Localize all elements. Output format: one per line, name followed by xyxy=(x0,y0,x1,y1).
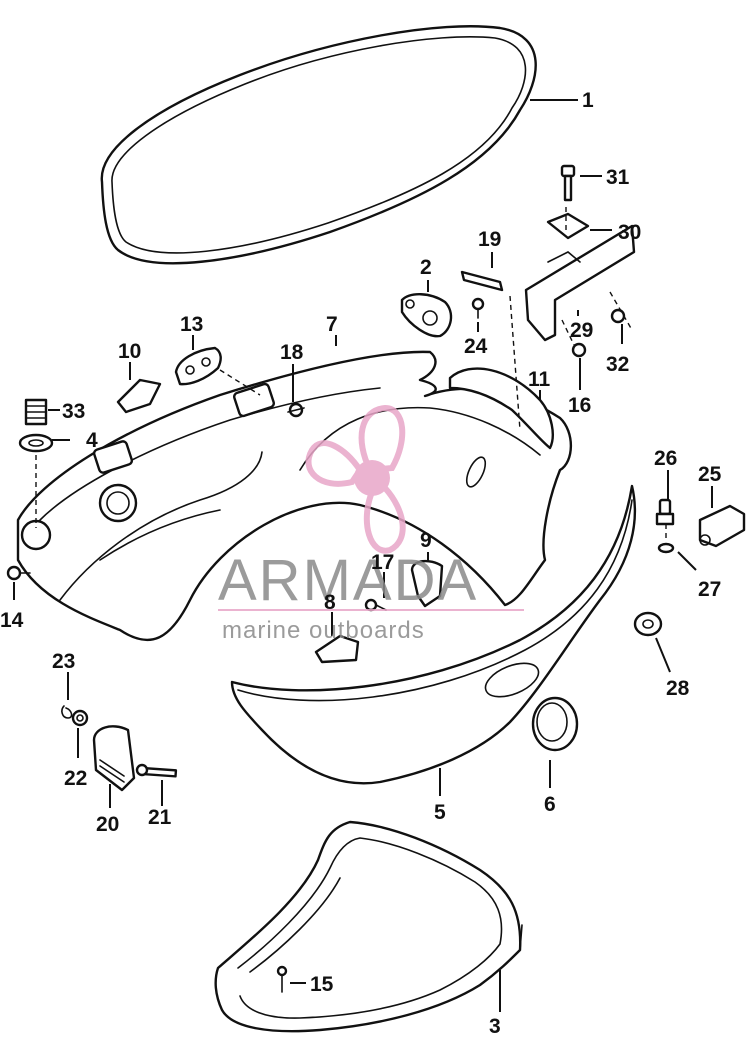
part-24-screw xyxy=(471,297,485,319)
callout-1: 1 xyxy=(582,89,594,112)
part-30-clip xyxy=(546,212,590,240)
part-33-spring xyxy=(24,398,48,426)
part-18-screw xyxy=(287,402,305,418)
part-4-washer xyxy=(18,433,54,453)
callout-numbers: 1 2 3 4 5 6 7 8 9 10 11 13 14 15 16 17 1… xyxy=(0,89,722,1038)
callout-33: 33 xyxy=(62,400,85,423)
callout-9: 9 xyxy=(420,529,432,552)
propeller-logo-icon xyxy=(305,404,406,554)
part-28-washer xyxy=(633,611,663,637)
leader-lines xyxy=(13,99,713,1012)
callout-19: 19 xyxy=(478,228,501,251)
part-11-bracket xyxy=(448,367,554,450)
part-23-pin xyxy=(61,705,73,719)
part-5-lower-cowl xyxy=(230,484,637,785)
callout-5: 5 xyxy=(434,801,446,824)
callout-11: 11 xyxy=(528,368,551,391)
callout-14: 14 xyxy=(0,609,24,632)
part-20-latch-cover xyxy=(92,725,136,792)
part-1-seal xyxy=(100,25,537,265)
callout-10: 10 xyxy=(118,340,141,363)
part-15-screw xyxy=(276,965,288,993)
callout-20: 20 xyxy=(96,813,119,836)
callout-6: 6 xyxy=(544,793,556,816)
callout-16: 16 xyxy=(568,394,591,417)
part-3-bottom-seal xyxy=(214,820,523,1033)
watermark: ARMADA marine outboards xyxy=(218,404,524,644)
callout-23: 23 xyxy=(52,650,75,673)
callout-13: 13 xyxy=(180,313,203,336)
part-21-pin xyxy=(135,763,178,778)
callout-29: 29 xyxy=(570,319,593,342)
callout-21: 21 xyxy=(148,806,172,829)
callout-17: 17 xyxy=(371,551,394,574)
part-31-bolt xyxy=(560,164,576,202)
watermark-tagline: marine outboards xyxy=(222,617,425,644)
alignment-lines xyxy=(35,205,667,542)
callout-8: 8 xyxy=(324,591,336,614)
callout-30: 30 xyxy=(618,221,641,244)
part-10-grommet xyxy=(116,378,162,414)
callout-7: 7 xyxy=(326,313,338,336)
callout-2: 2 xyxy=(420,256,432,279)
callout-24: 24 xyxy=(464,335,488,358)
callout-32: 32 xyxy=(606,353,629,376)
callout-4: 4 xyxy=(86,429,98,452)
part-6-plug xyxy=(531,696,579,752)
part-22-nut xyxy=(71,709,89,727)
callout-15: 15 xyxy=(310,973,334,996)
part-9-latch xyxy=(410,559,444,608)
callout-26: 26 xyxy=(654,447,677,470)
callout-27: 27 xyxy=(698,578,721,601)
part-29-bracket xyxy=(524,224,636,342)
part-32-screw xyxy=(610,308,626,324)
part-14-screw xyxy=(6,565,31,581)
watermark-brand: ARMADA xyxy=(218,548,478,613)
callout-22: 22 xyxy=(64,767,87,790)
part-25-switch xyxy=(698,504,746,548)
callout-31: 31 xyxy=(606,166,630,189)
part-2-plate xyxy=(400,293,453,338)
callout-28: 28 xyxy=(666,677,690,700)
callout-18: 18 xyxy=(280,341,304,364)
part-13-clip xyxy=(174,346,222,386)
part-27-washer xyxy=(657,542,675,554)
part-8-latch xyxy=(314,634,360,664)
part-26-bolt xyxy=(655,498,675,526)
callout-3: 3 xyxy=(489,1015,501,1038)
part-16-screw xyxy=(571,342,587,358)
part-19-latch-rod xyxy=(460,270,504,292)
callout-25: 25 xyxy=(698,463,722,486)
